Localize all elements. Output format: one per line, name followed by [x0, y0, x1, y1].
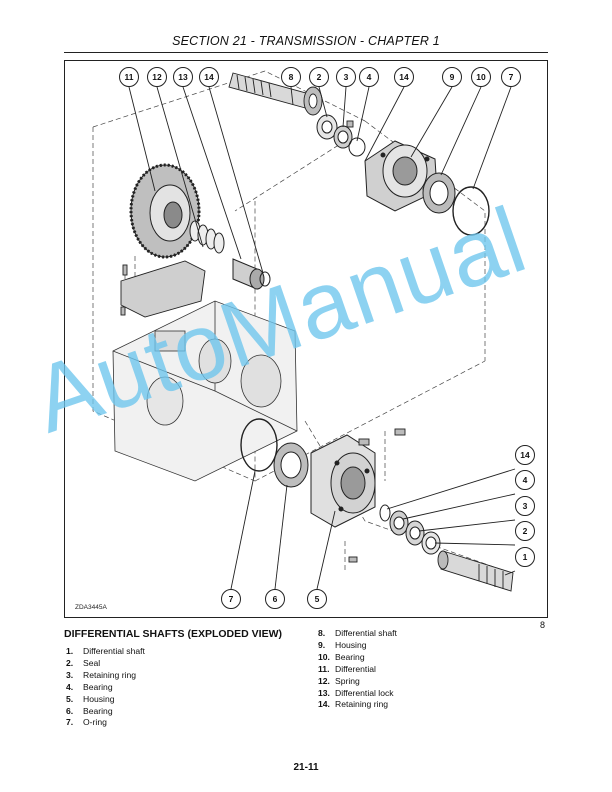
differential-lock: [232, 258, 265, 290]
legend-right: 8.Differential shaft 9.Housing 10.Bearin…: [318, 628, 397, 711]
page-header: SECTION 21 - TRANSMISSION - CHAPTER 1: [172, 34, 440, 48]
legend-item: 1.Differential shaft: [66, 646, 145, 656]
legend-item: 11.Differential: [318, 663, 376, 674]
housing-bottom: [310, 434, 376, 528]
bearing-bottom: [273, 442, 309, 488]
callout-14-c: 14: [520, 450, 530, 460]
callout-2-b: 2: [523, 526, 528, 536]
callout-1: 1: [523, 552, 528, 562]
differential-shaft-bottom: [437, 550, 514, 592]
callout-10: 10: [476, 72, 486, 82]
legend-item: 10.Bearing: [318, 651, 365, 662]
legend-item: 5.Housing: [66, 693, 115, 704]
callout-4-b: 4: [523, 475, 528, 485]
figure-number: 8: [540, 620, 546, 630]
figure-code: ZDA3445A: [75, 604, 107, 611]
legend-item: 7.O-ring: [66, 717, 107, 728]
leader-lines: [128, 86, 516, 590]
shield-plate: [120, 260, 206, 318]
legend-item: 12.Spring: [318, 675, 360, 686]
callout-14-a: 14: [204, 72, 214, 82]
spring: [189, 220, 225, 254]
exploded-view-drawing: 11 12 13 14 8 2 3 4 14 9 10 7 7 6 5 14 4…: [75, 67, 535, 611]
callout-7-a: 7: [509, 72, 514, 82]
exploded-view-figure: 11 12 13 14 8 2 3 4 14 9 10 7 7 6 5 14 4…: [64, 60, 548, 618]
callout-7-b: 7: [229, 594, 234, 604]
transmission-case: [112, 300, 298, 482]
legend-item: 8.Differential shaft: [318, 628, 397, 638]
bottom-rings: [379, 504, 441, 555]
caption-title: DIFFERENTIAL SHAFTS (EXPLODED VIEW): [64, 628, 282, 640]
o-ring-bottom: [240, 418, 278, 472]
callout-circles: [119, 67, 535, 609]
differential-shaft-top: [228, 72, 323, 116]
callout-8: 8: [289, 72, 294, 82]
legend-item: 9.Housing: [318, 639, 367, 650]
callout-11: 11: [125, 72, 134, 82]
callout-3-a: 3: [344, 72, 349, 82]
housing-top: [364, 140, 438, 212]
o-ring-top: [452, 186, 490, 236]
legend-item: 6.Bearing: [66, 705, 113, 716]
callout-14-b: 14: [399, 72, 409, 82]
retaining-ring-top: [259, 271, 271, 287]
differential-gear: [129, 163, 201, 259]
legend-left: 1.Differential shaft 2.Seal 3.Retaining …: [66, 646, 145, 729]
callout-9: 9: [450, 72, 455, 82]
page-number: 21-11: [293, 762, 319, 773]
callout-13: 13: [178, 72, 188, 82]
legend-item: 14.Retaining ring: [318, 699, 389, 710]
legend-item: 4.Bearing: [66, 681, 113, 692]
legend-item: 3.Retaining ring: [66, 669, 137, 680]
top-rings: [316, 114, 366, 157]
callout-2-a: 2: [317, 72, 322, 82]
header-rule: [64, 52, 548, 53]
bolts: [120, 120, 406, 563]
callout-12: 12: [152, 72, 162, 82]
legend-item: 13.Differential lock: [318, 687, 394, 698]
callout-3-b: 3: [523, 501, 528, 511]
callout-5: 5: [315, 594, 320, 604]
callout-6: 6: [273, 594, 278, 604]
legend-item: 2.Seal: [66, 657, 101, 668]
bearing-top: [422, 172, 456, 214]
callout-4-a: 4: [367, 72, 372, 82]
